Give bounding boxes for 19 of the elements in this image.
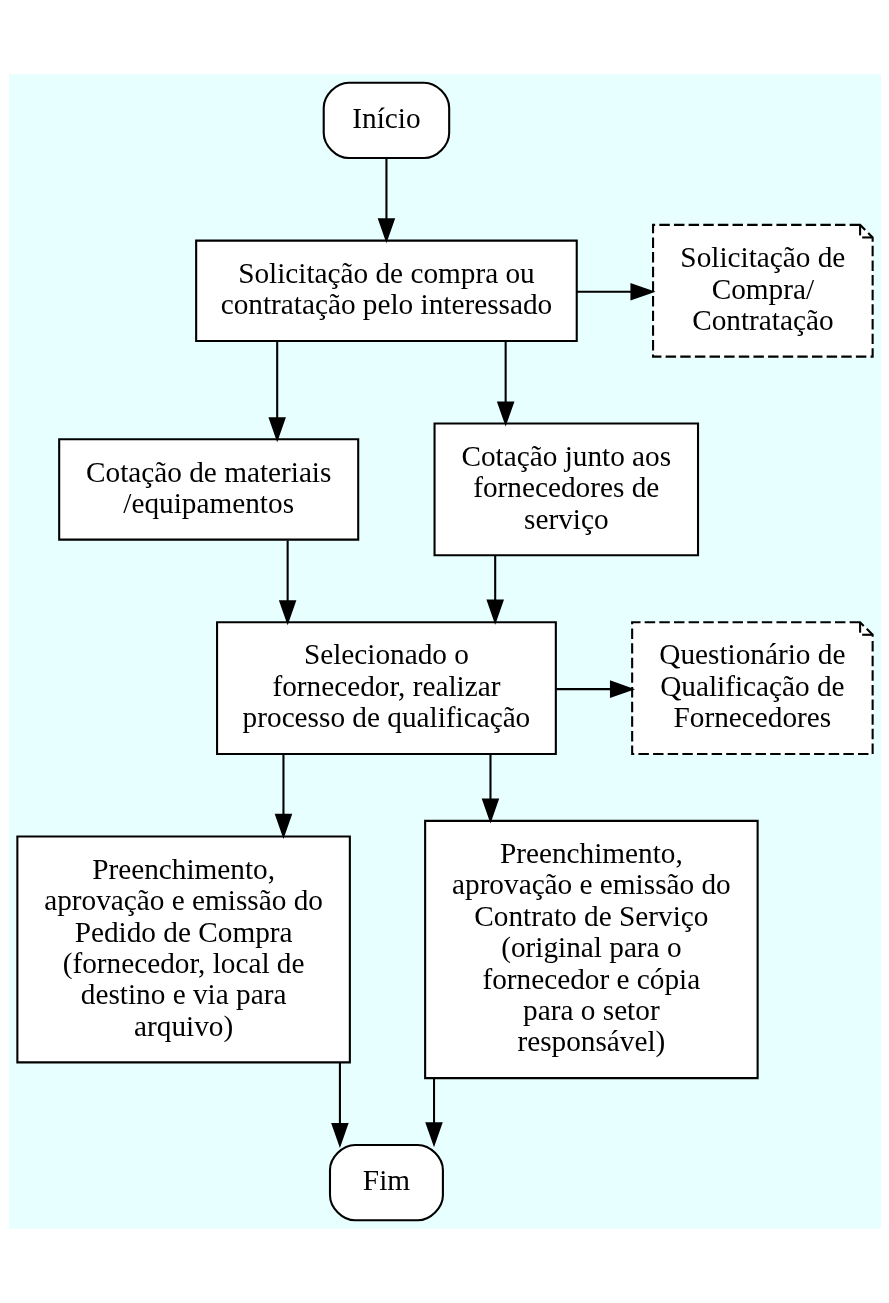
arrow xyxy=(496,341,514,427)
arrow xyxy=(377,158,395,244)
arrow xyxy=(278,540,296,626)
node-box: Início xyxy=(322,81,450,160)
arrow xyxy=(424,1078,443,1148)
arrow xyxy=(330,1062,349,1149)
arrow xyxy=(267,341,286,443)
node-box: Preenchimento, aprovação e emissão do Contrato de Serviço (original para o fornecedor e cópia para o setor responsável) xyxy=(423,819,759,1080)
node-box: Fim xyxy=(328,1143,444,1222)
arrow xyxy=(481,754,499,824)
node-box: Preenchimento, aprovação e emissão do Pedido de Compra (fornecedor, local de destino e via para arquivo) xyxy=(15,835,351,1064)
node-box: Cotação de materiais/equipamentos xyxy=(57,438,359,541)
arrow xyxy=(274,754,292,839)
arrow xyxy=(485,555,504,625)
node-box: Selecionado o fornecedor, realizar processo de qualificação xyxy=(215,621,557,755)
node-box: Solicitação de compra ou contratação pelo interessado xyxy=(194,239,578,342)
node-box: Cotação junto aos fornecedores de serviço xyxy=(433,422,699,557)
arrow xyxy=(555,680,635,698)
arrow xyxy=(576,283,656,301)
